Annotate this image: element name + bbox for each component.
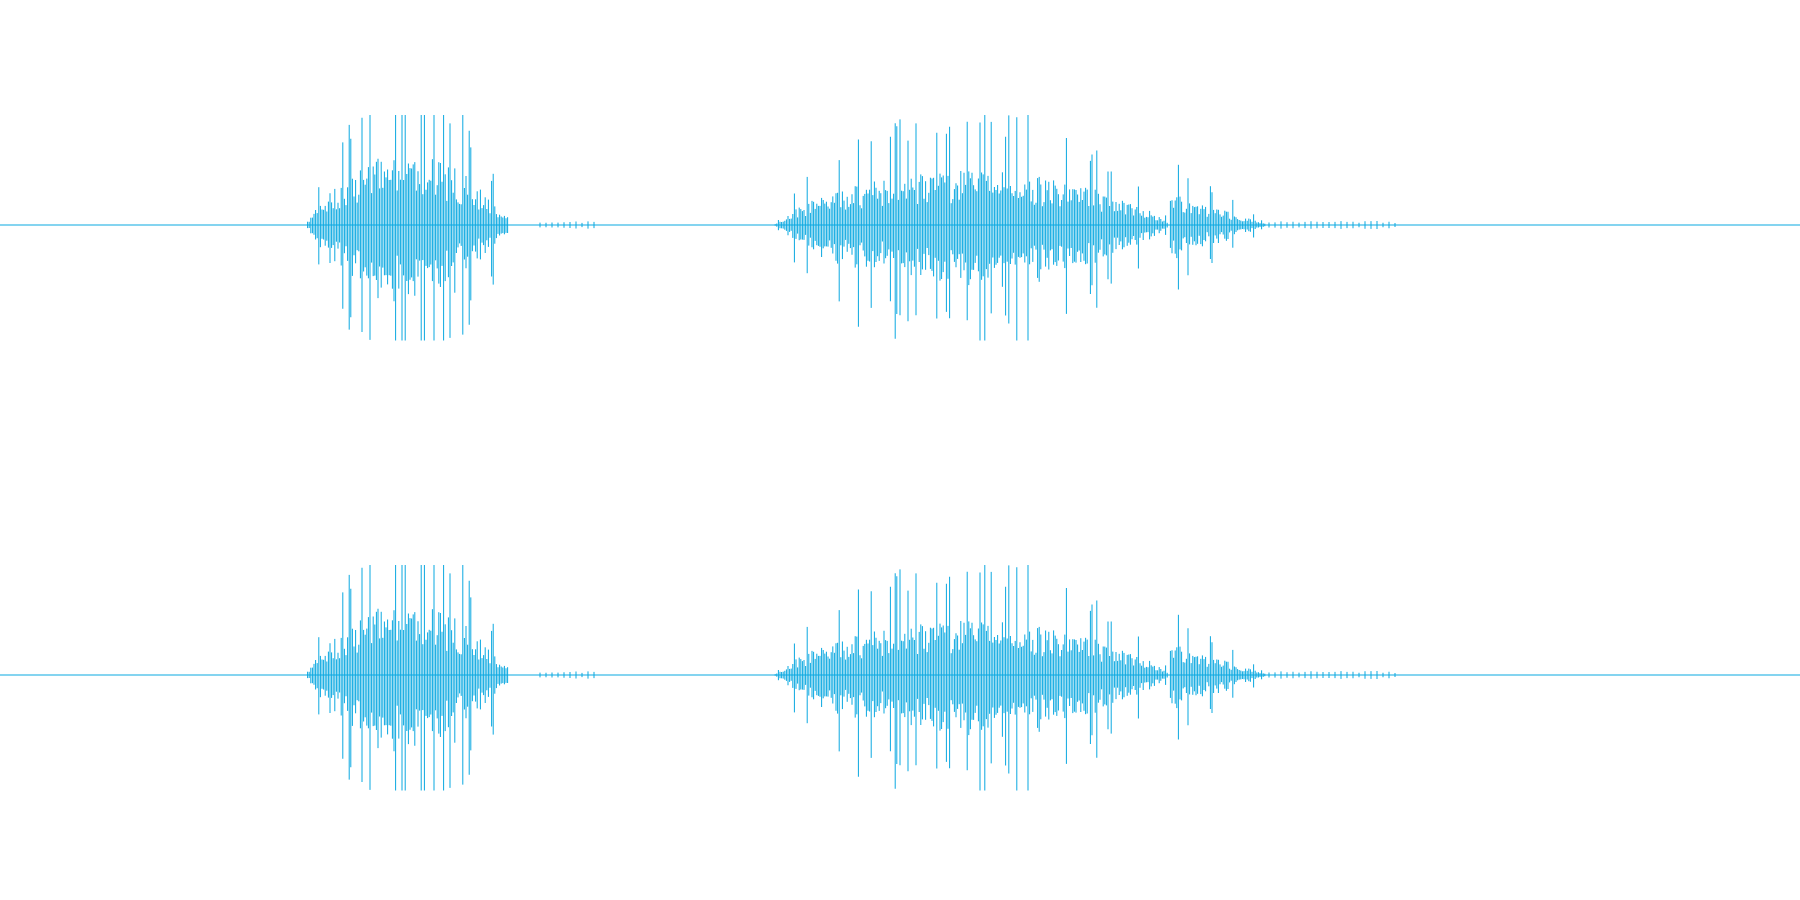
channel-1-waveform — [0, 115, 1800, 341]
audio-channel-2 — [0, 450, 1800, 900]
waveform-segment-1 — [307, 115, 595, 341]
waveform-segment-2 — [771, 115, 1396, 341]
waveform-segment-1 — [307, 565, 595, 791]
waveform-segment-2 — [771, 565, 1396, 791]
audio-channel-1 — [0, 115, 1800, 341]
channel-2-waveform — [0, 565, 1800, 791]
